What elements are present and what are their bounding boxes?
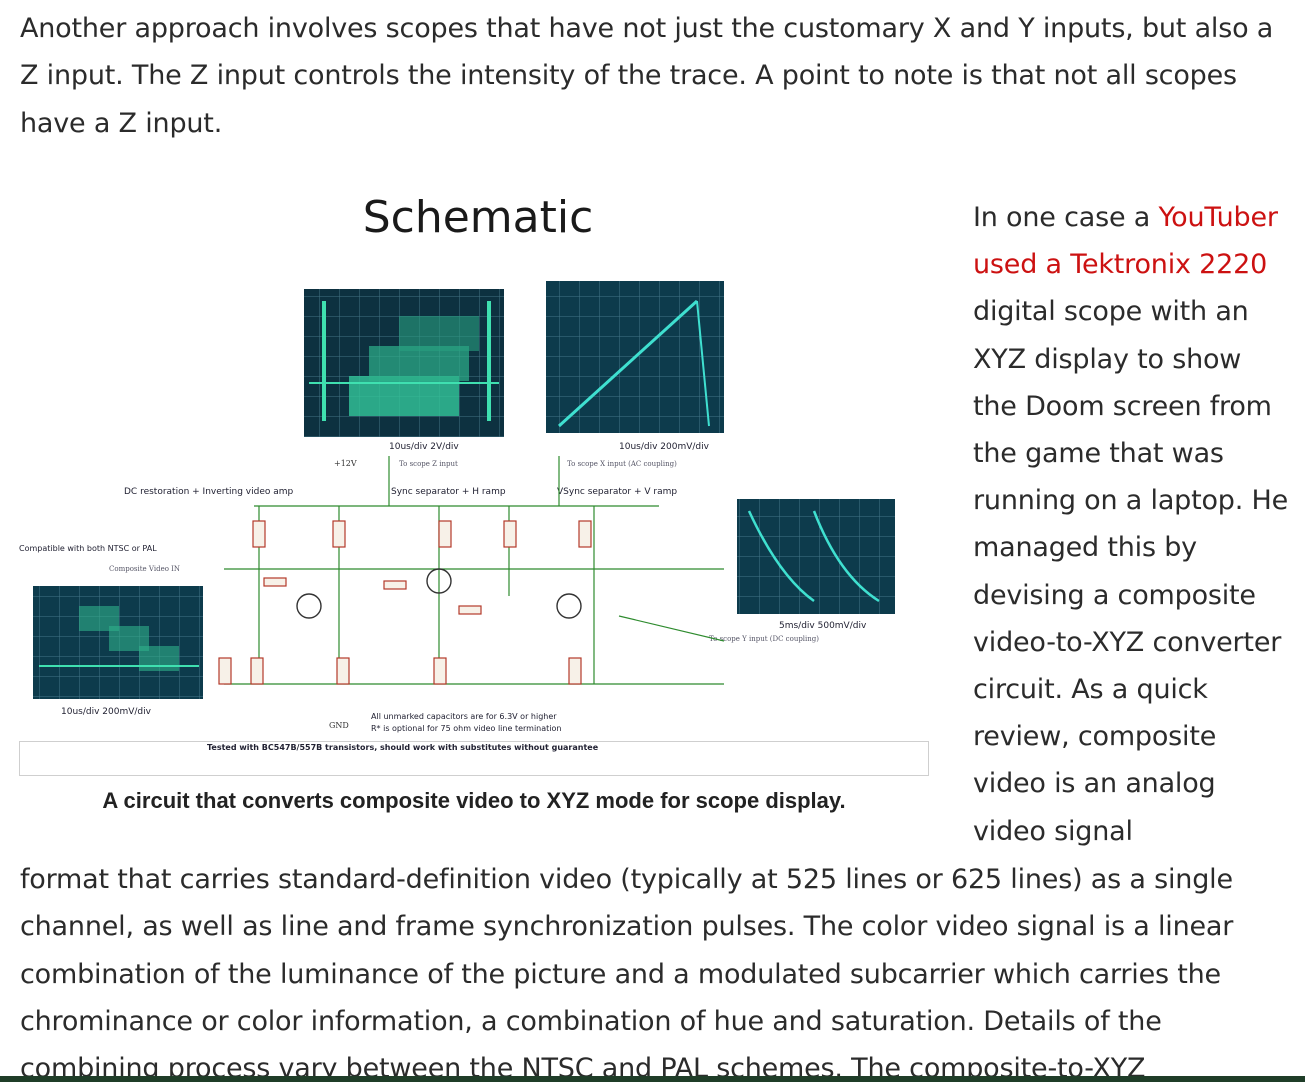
schematic-image: Schematic 10us/div 2V/div 10us/div 200mV… (19, 192, 895, 752)
sync-sep-label: Sync separator + H ramp (391, 487, 506, 497)
scope-screen-2 (546, 281, 724, 433)
intro-paragraph: Another approach involves scopes that ha… (20, 13, 1274, 139)
compatible-label: Compatible with both NTSC or PAL (19, 544, 157, 553)
scope4-label: 10us/div 200mV/div (61, 707, 152, 717)
composite-in-label: Composite Video IN (109, 565, 180, 573)
scope-screen-4 (33, 586, 203, 699)
scope-screen-3 (737, 499, 895, 614)
to-scope-y-label: To scope Y input (DC coupling) (709, 635, 819, 643)
plus12v-label: +12V (334, 459, 357, 468)
note3-label: Tested with BC547B/557B transistors, sho… (207, 743, 599, 752)
transistors (296, 568, 582, 619)
scope1-label: 10us/div 2V/div (389, 442, 459, 452)
gnd-label: GND (329, 721, 349, 730)
dc-restoration-label: DC restoration + Inverting video amp (124, 487, 294, 497)
continuation-paragraph: format that carries standard-definition … (20, 864, 1234, 1082)
figure-caption: A circuit that converts composite video … (102, 788, 846, 813)
note1-label: All unmarked capacitors are for 6.3V or … (371, 712, 557, 721)
youtuber-link[interactable]: YouTuber used a Tektronix 2220 (973, 202, 1278, 281)
side-paragraph: In one case a YouTuber used a Tektronix … (973, 194, 1293, 855)
to-scope-x-label: To scope X input (AC coupling) (567, 460, 677, 468)
circuit-components (218, 520, 592, 685)
vsync-sep-label: VSync separator + V ramp (557, 487, 677, 497)
scope-screen-1 (304, 289, 504, 437)
to-scope-z-label: To scope Z input (399, 460, 458, 468)
bottom-bar (0, 1076, 1305, 1082)
figure-frame (19, 741, 929, 776)
scope3-label: 5ms/div 500mV/div (779, 621, 867, 631)
side-text-rest: digital scope with an XYZ display to sho… (973, 296, 1289, 847)
scope2-label: 10us/div 200mV/div (619, 442, 710, 452)
side-text-start: In one case a (973, 202, 1159, 233)
circuit-wires (224, 456, 725, 685)
schematic-title: Schematic (363, 192, 594, 243)
note2-label: R* is optional for 75 ohm video line ter… (371, 724, 561, 733)
